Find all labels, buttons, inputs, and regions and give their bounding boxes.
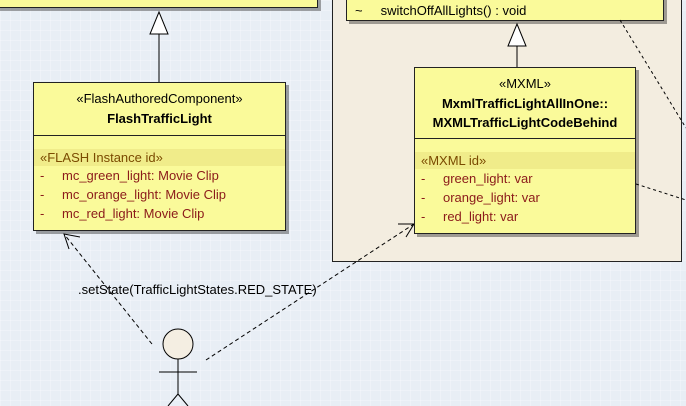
dashed-link-right-mid: [635, 183, 686, 201]
actor-leg-left: [167, 393, 179, 406]
base-class-box-left[interactable]: [0, 0, 318, 8]
attribute-row[interactable]: -mc_red_light: Movie Clip: [40, 206, 205, 221]
attribute-row[interactable]: -orange_light: var: [421, 190, 540, 205]
mxml-traffic-light-class[interactable]: «MXML» MxmlTrafficLightAllInOne:: MXMLTr…: [414, 67, 636, 234]
operation-switch-off-all-lights: switchOffAllLights() : void: [380, 3, 527, 18]
attribute-row[interactable]: -red_light: var: [421, 209, 519, 224]
flash-section-header: «FLASH Instance id»: [34, 149, 285, 166]
generalization-arrowhead-flash: [149, 10, 169, 35]
attribute-green-light: green_light: var: [443, 171, 533, 186]
flash-traffic-light-class[interactable]: «FlashAuthoredComponent» FlashTrafficLig…: [33, 82, 286, 231]
mxml-class-name-line2: MXMLTrafficLightCodeBehind: [432, 115, 618, 130]
set-state-message-label: .setState(TrafficLightStates.RED_STATE): [78, 282, 317, 297]
mxml-class-name-line1: MxmlTrafficLightAllInOne::: [441, 96, 609, 111]
attribute-row[interactable]: -green_light: var: [421, 171, 533, 186]
mxml-class-stereotype: «MXML»: [498, 76, 552, 91]
mxml-class-attributes: «MXML id» -green_light: var -orange_ligh…: [415, 152, 635, 226]
generalization-arrowhead-mxml: [507, 22, 527, 47]
flash-class-separator: [34, 135, 285, 136]
mxml-section-header: «MXML id»: [415, 152, 635, 169]
base-class-box-right[interactable]: ~ switchOffAllLights() : void: [346, 0, 664, 21]
actor-head: [162, 328, 194, 360]
flash-class-attributes: «FLASH Instance id» -mc_green_light: Mov…: [34, 149, 285, 223]
attribute-row[interactable]: -mc_orange_light: Movie Clip: [40, 187, 227, 202]
attribute-mc-red-light: mc_red_light: Movie Clip: [62, 206, 205, 221]
attribute-mc-orange-light: mc_orange_light: Movie Clip: [62, 187, 227, 202]
dependency-arrowhead-flash: [63, 233, 81, 250]
attribute-orange-light: orange_light: var: [443, 190, 540, 205]
flash-class-stereotype: «FlashAuthoredComponent»: [76, 91, 243, 106]
mxml-class-separator: [415, 138, 635, 139]
attribute-mc-green-light: mc_green_light: Movie Clip: [62, 168, 219, 183]
operation-visibility: ~: [355, 3, 363, 18]
attribute-red-light: red_light: var: [443, 209, 519, 224]
attribute-row[interactable]: -mc_green_light: Movie Clip: [40, 168, 219, 183]
actor-leg-right: [177, 393, 189, 406]
dependency-actor-to-flash: [63, 233, 153, 345]
flash-class-name: FlashTrafficLight: [107, 111, 212, 126]
